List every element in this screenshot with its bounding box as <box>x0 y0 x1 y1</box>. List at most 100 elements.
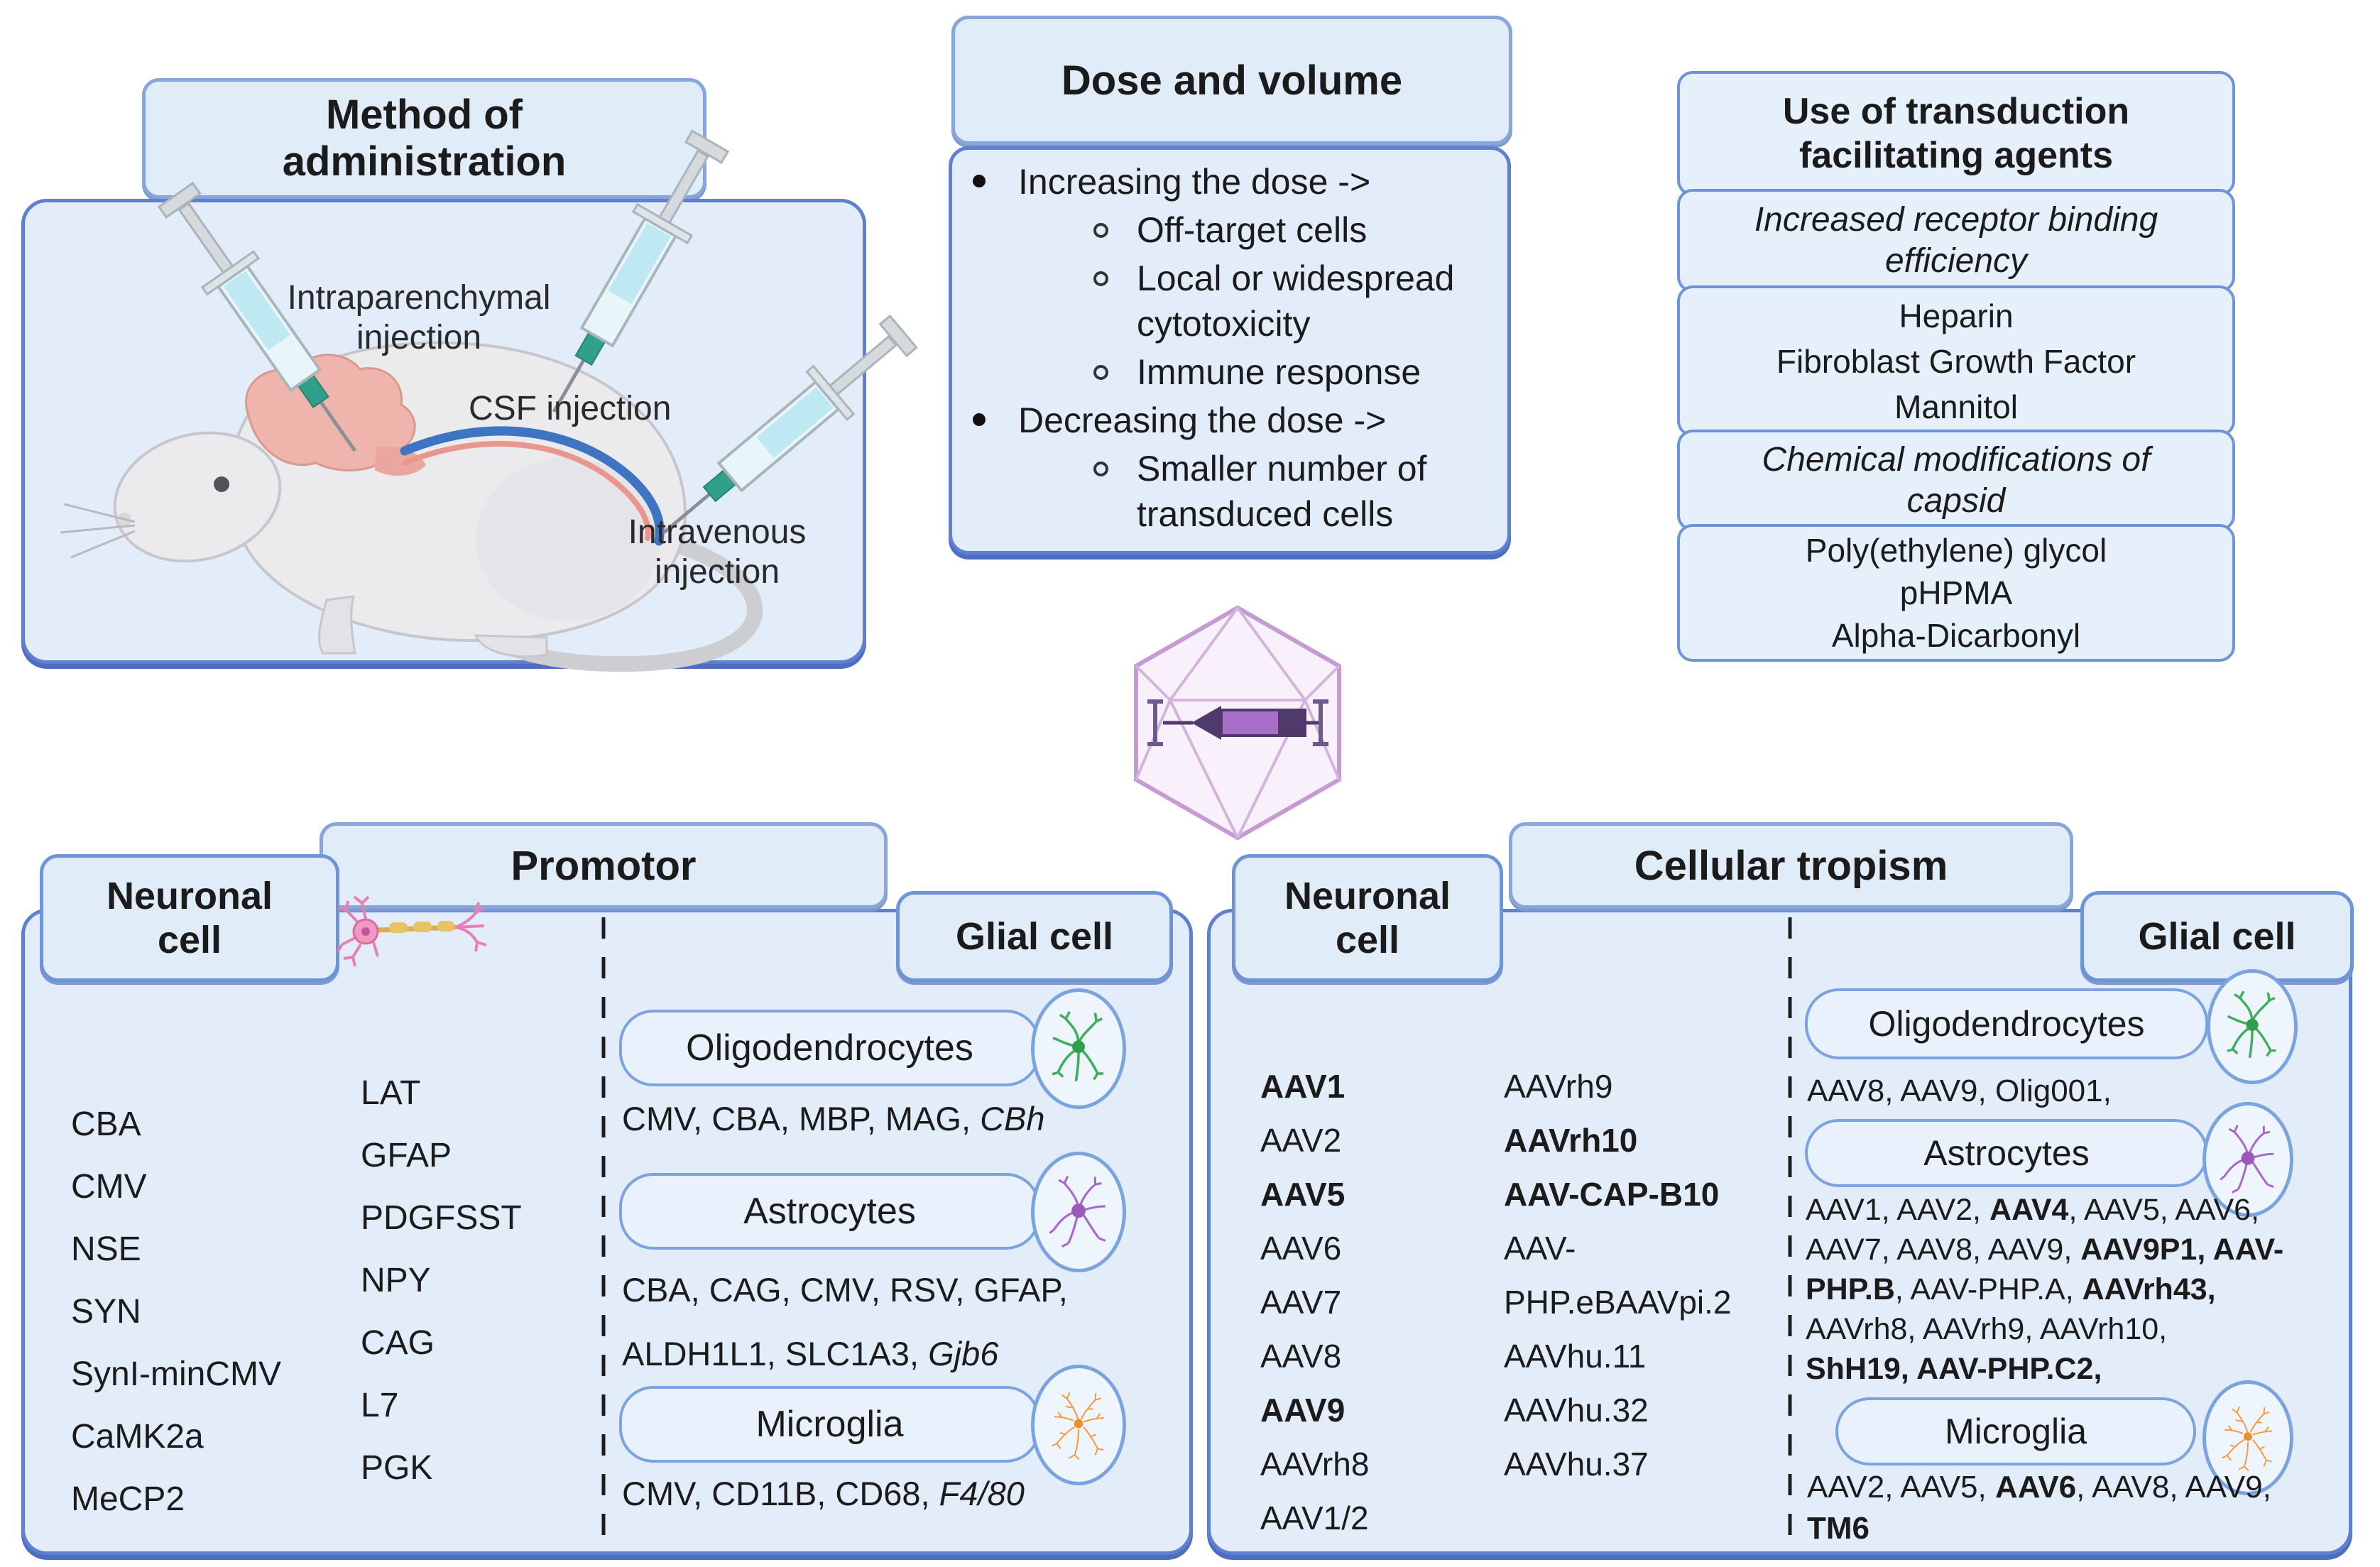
mouse-front-leg <box>318 595 356 655</box>
agents-panel-title: Use of transduction facilitating agents <box>1677 71 2235 196</box>
tropism-oligodendrocytes-list: AAV8, AAV9, Olig001, <box>1807 1071 2112 1112</box>
list-item: SYN <box>71 1293 141 1331</box>
spinal-cord-blue <box>400 426 665 546</box>
list-item: LAT <box>361 1074 421 1112</box>
list-item: AAV6 <box>1260 1230 1342 1267</box>
tropism-neuronal-cell-tab: Neuronal cell <box>1232 854 1503 982</box>
circle-bullet-icon <box>1093 365 1108 380</box>
dose-bullet-text: Decreasing the dose -> <box>1018 400 1387 440</box>
mouse-cerebellum <box>375 446 426 476</box>
list-item: AAV2 <box>1260 1122 1342 1159</box>
list-item: CMV, CD11B, CD68, F4/80 <box>622 1475 1025 1512</box>
list-item: Mannitol <box>1894 388 2018 425</box>
list-item: CaMK2a <box>71 1418 204 1456</box>
spinal-cord-pink <box>402 441 651 541</box>
promoter-microglia-pill: Microglia <box>619 1386 1040 1463</box>
list-item: PDGFSST <box>361 1199 522 1237</box>
list-item: PHP.B, AAV-PHP.A, AAVrh43, <box>1806 1272 2216 1306</box>
dose-bullet-list: Increasing the dose -> Off-target cells … <box>963 159 1495 540</box>
syringe-intravenous-icon <box>662 314 918 534</box>
oligodendrocyte-icon <box>2207 969 2298 1084</box>
microglia-icon <box>1031 1365 1126 1485</box>
tropism-glial-cell-tab: Glial cell <box>2080 891 2354 982</box>
list-item: AAV8, AAV9, Olig001, <box>1807 1074 2112 1108</box>
promoter-astrocytes-list: CBA, CAG, CMV, RSV, GFAP,ALDH1L1, SLC1A3… <box>622 1258 1068 1386</box>
promoter-oligodendrocytes-pill: Oligodendrocytes <box>619 1010 1040 1086</box>
gene-cassette-icon <box>1147 699 1328 746</box>
list-item: SynI-minCMV <box>71 1355 282 1393</box>
list-item: Fibroblast Growth Factor <box>1776 342 2136 380</box>
list-item: AAV5 <box>1260 1176 1345 1213</box>
list-item: Poly(ethylene) glycol <box>1805 532 2107 569</box>
list-item: Heparin <box>1899 297 2014 334</box>
list-item: CMV, CBA, MBP, MAG, CBh <box>622 1100 1045 1137</box>
tropism-microglia-list: AAV2, AAV5, AAV6, AAV8, AAV9,TM6 <box>1807 1467 2271 1549</box>
label-intravenous-injection: Intravenous injection <box>628 513 807 591</box>
list-item: AAV8 <box>1260 1338 1342 1375</box>
list-item: AAV9 <box>1260 1392 1345 1429</box>
list-item: AAVrh8 <box>1260 1446 1370 1483</box>
promoter-astrocytes-pill: Astrocytes <box>619 1173 1040 1250</box>
list-item: ALDH1L1, SLC1A3, Gjb6 <box>622 1335 999 1372</box>
oligodendrocyte-icon <box>1031 988 1126 1109</box>
promoter-microglia-list: CMV, CD11B, CD68, F4/80 <box>622 1474 1025 1513</box>
dose-subbullet: Off-target cells <box>963 207 1495 253</box>
agents-section-header: Increased receptor binding efficiency <box>1677 189 2235 293</box>
dose-subbullet-text: Off-target cells <box>1137 210 1368 250</box>
list-item: NPY <box>361 1262 431 1299</box>
list-item: pHPMA <box>1899 574 2013 611</box>
list-item: GFAP <box>361 1137 452 1174</box>
agents-item-list: Poly(ethylene) glycol pHPMA Alpha-Dicarbon… <box>1677 524 2235 662</box>
list-item: AAVhu.11 <box>1504 1338 1647 1375</box>
tropism-divider <box>1788 917 1792 1542</box>
list-item: PGK <box>361 1449 433 1487</box>
list-item: CAG <box>361 1324 435 1362</box>
mouse-illustration <box>60 129 918 672</box>
astrocyte-icon <box>1031 1152 1126 1272</box>
list-item: PHP.eBAAVpi.2 <box>1504 1284 1732 1321</box>
promoter-neuronal-cell-tab: Neuronal cell <box>40 854 339 982</box>
mouse-eye <box>214 476 229 492</box>
promoter-divider <box>601 917 606 1542</box>
tropism-astrocytes-list: AAV1, AAV2, AAV4, AAV5, AAV6,AAV7, AAV8,… <box>1806 1190 2283 1389</box>
dose-subbullet-text: Immune response <box>1137 352 1421 392</box>
list-item: TM6 <box>1807 1511 1869 1546</box>
list-item: L7 <box>361 1387 399 1424</box>
list-item: AAV- <box>1504 1230 1576 1267</box>
syringe-intraparenchymal-icon <box>157 181 357 452</box>
dose-bullet-text: Increasing the dose -> <box>1018 162 1371 202</box>
tropism-panel-title: Cellular tropism <box>1509 822 2073 909</box>
tropism-oligodendrocytes-pill: Oligodendrocytes <box>1805 988 2208 1059</box>
dose-bullet: Increasing the dose -> <box>963 159 1495 204</box>
dose-subbullet: Smaller number of transduced cells <box>963 446 1495 537</box>
dose-panel-title: Dose and volume <box>951 16 1512 145</box>
dose-subbullet: Local or widespread cytotoxicity <box>963 256 1495 346</box>
aav-capsid-icon <box>1134 605 1341 841</box>
list-item: Alpha-Dicarbonyl <box>1831 617 2081 654</box>
mouse-haunch <box>476 458 660 621</box>
list-item: NSE <box>71 1230 141 1268</box>
list-item: ShH19, AAV-PHP.C2, <box>1806 1352 2102 1386</box>
list-item: AAV7 <box>1260 1284 1342 1321</box>
bullet-icon <box>973 175 986 187</box>
bullet-icon <box>973 413 986 426</box>
label-csf-injection: CSF injection <box>469 390 672 427</box>
agents-section-header: Chemical modifications of capsid <box>1677 430 2235 531</box>
mouse-whiskers <box>60 503 136 559</box>
promoter-oligodendrocytes-list: CMV, CBA, MBP, MAG, CBh <box>622 1099 1045 1138</box>
mouse-head <box>113 431 282 563</box>
mouse-rear-foot <box>474 634 548 658</box>
list-item: AAV1/2 <box>1260 1500 1369 1536</box>
list-item: AAVrh8, AAVrh9, AAVrh10, <box>1806 1312 2168 1346</box>
list-item: AAV7, AAV8, AAV9, AAV9P1, AAV- <box>1806 1233 2284 1267</box>
neuron-icon <box>337 895 487 967</box>
list-item: AAVhu.32 <box>1504 1392 1649 1429</box>
list-item: AAVrh9 <box>1504 1068 1613 1105</box>
circle-bullet-icon <box>1093 462 1108 476</box>
dose-subbullet-text: Local or widespread cytotoxicity <box>1137 258 1455 344</box>
